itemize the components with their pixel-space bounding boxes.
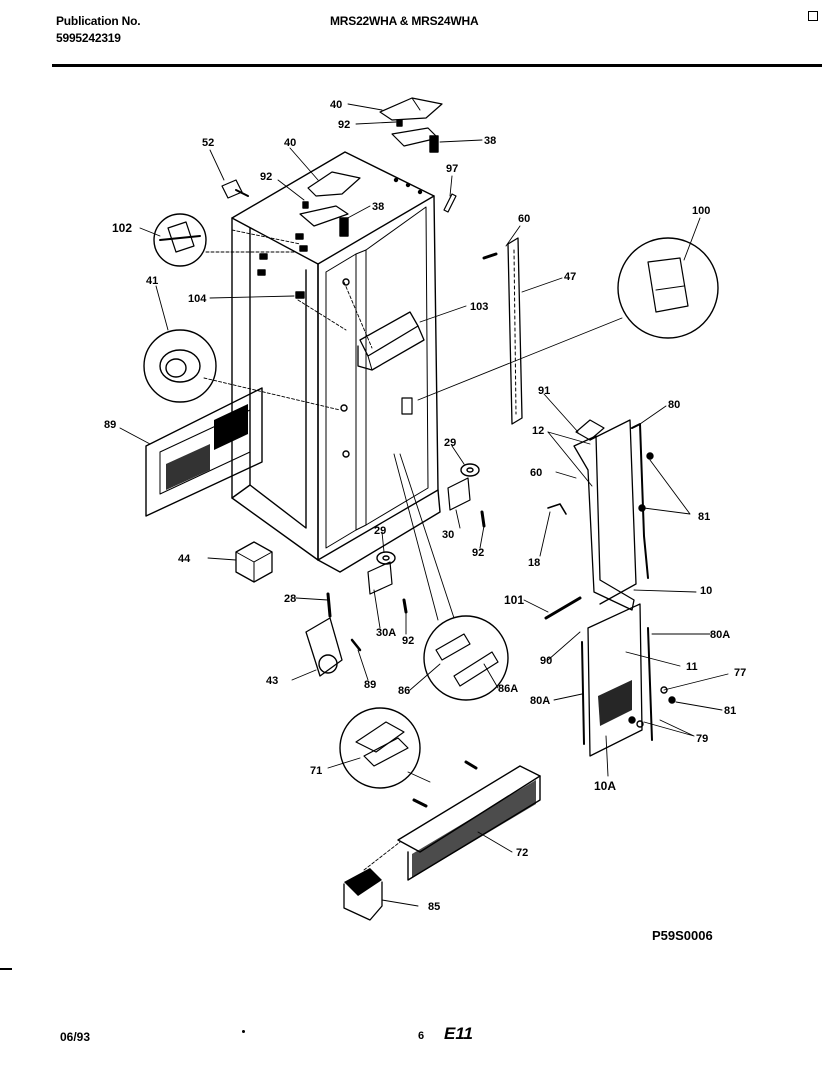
model-title: MRS22WHA & MRS24WHA — [330, 14, 479, 28]
part-label: 43 — [266, 675, 278, 687]
header-rule — [52, 64, 822, 67]
diagram-id: P59S0006 — [652, 928, 713, 943]
part-label: 102 — [112, 221, 132, 235]
part-label: 92 — [402, 635, 414, 647]
part-label: 10 — [700, 585, 712, 597]
footer-section-code: E11 — [444, 1024, 473, 1043]
part-label: 29 — [374, 525, 386, 537]
footer-page-number: 6 — [418, 1030, 425, 1042]
part-label: 89 — [364, 679, 376, 691]
lower-parts — [235, 463, 541, 921]
part-label: 90 — [540, 655, 552, 667]
part-label: 92 — [472, 547, 484, 559]
part-label: 47 — [564, 271, 576, 283]
footer-date: 06/93 — [60, 1030, 91, 1044]
part-label: 10A — [594, 779, 616, 793]
leader-lines — [119, 103, 729, 907]
side-rail-parts — [482, 237, 676, 757]
part-label: 71 — [310, 765, 322, 777]
part-label: 41 — [146, 275, 158, 287]
part-label: 101 — [504, 593, 524, 607]
part-label: 81 — [698, 511, 710, 523]
part-label: 103 — [470, 301, 488, 313]
part-label: 72 — [516, 847, 528, 859]
top-hinge-parts — [221, 97, 457, 299]
part-label: 97 — [446, 163, 458, 175]
part-label: 89 — [104, 419, 116, 431]
part-label: 100 — [692, 205, 710, 217]
part-label: 60 — [530, 467, 542, 479]
part-label: 30 — [442, 529, 454, 541]
publication-number: 5995242319 — [56, 31, 121, 45]
part-label: 104 — [188, 293, 207, 305]
part-label: 30A — [376, 627, 396, 639]
grille-89 — [145, 387, 263, 517]
part-label: 79 — [696, 733, 708, 745]
margin-tick — [0, 968, 12, 970]
part-label: 86A — [498, 683, 518, 695]
part-label: 52 — [202, 137, 214, 149]
part-label: 85 — [428, 901, 440, 913]
part-label: 38 — [484, 135, 496, 147]
handle-103 — [357, 311, 425, 371]
part-label: 29 — [444, 437, 456, 449]
part-label: 12 — [532, 425, 544, 437]
part-label: 44 — [178, 553, 191, 565]
footer-dot — [242, 1030, 245, 1033]
part-label: 80 — [668, 399, 680, 411]
detail-circles — [143, 213, 719, 789]
part-labels: 40 92 38 52 40 92 38 97 60 47 100 102 41… — [104, 99, 746, 913]
part-label: 80A — [530, 695, 550, 707]
part-label: 40 — [284, 137, 296, 149]
part-label: 77 — [734, 667, 746, 679]
publication-label: Publication No. — [56, 14, 141, 28]
part-label: 81 — [724, 705, 736, 717]
part-label: 28 — [284, 593, 296, 605]
part-label: 92 — [260, 171, 272, 183]
part-label: 11 — [686, 661, 698, 673]
part-label: 86 — [398, 685, 410, 697]
part-label: 60 — [518, 213, 530, 225]
part-label: 40 — [330, 99, 342, 111]
part-label: 91 — [538, 385, 550, 397]
part-label: 92 — [338, 119, 350, 131]
part-label: 80A — [710, 629, 730, 641]
part-label: 18 — [528, 557, 540, 569]
corner-registration-mark — [808, 11, 818, 21]
part-label: 38 — [372, 201, 384, 213]
cabinet-drawing — [231, 151, 441, 573]
